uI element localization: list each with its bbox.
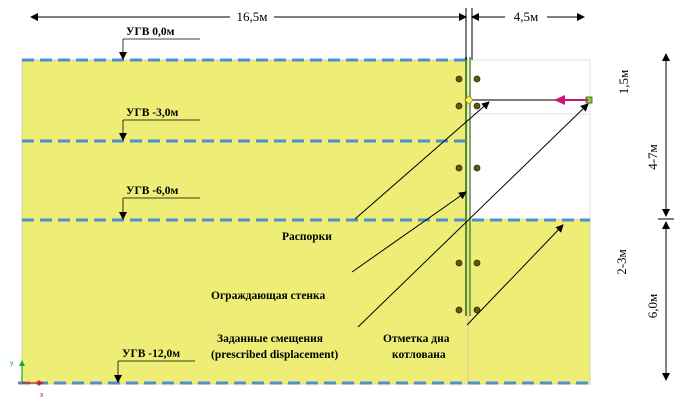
- dim-right-3-label: 2-3м: [614, 249, 629, 275]
- callout-bottom-1: Отметка дна: [383, 333, 450, 345]
- leader-prescribed: [357, 103, 589, 328]
- dim-right-1-label: 1,5м: [616, 70, 631, 94]
- axes-indicator: y x: [10, 360, 44, 399]
- svg-text:УГВ -6,0м: УГВ -6,0м: [126, 185, 179, 197]
- leader-wall: [351, 191, 467, 273]
- callout-bottom-2: котлована: [392, 349, 446, 361]
- callout-wall: Ограждающая стенка: [211, 290, 325, 302]
- svg-text:УГВ -12,0м: УГВ -12,0м: [122, 348, 180, 360]
- svg-text:УГВ -3,0м: УГВ -3,0м: [126, 107, 179, 119]
- excavation-area: [467, 59, 591, 220]
- displacement-arrow-icon: [554, 95, 565, 105]
- callout-struts: Распорки: [282, 231, 332, 243]
- dim-right-4-label: 6,0м: [645, 294, 660, 318]
- water-level-label-0: УГВ 0,0м: [119, 26, 200, 60]
- dim-top-left-label: 16,5м: [237, 9, 268, 24]
- soil-left: [21, 59, 469, 385]
- callout-prescribed-2: (prescribed displacement): [211, 349, 338, 361]
- water-level-label-6: УГВ -6,0м: [119, 185, 200, 220]
- strut-wall-node: [464, 95, 474, 105]
- leader-bottom: [466, 224, 564, 326]
- svg-text:УГВ 0,0м: УГВ 0,0м: [126, 26, 175, 38]
- dim-right-2-label: 4-7м: [645, 144, 660, 170]
- leader-struts: [354, 101, 490, 220]
- water-level-label-3: УГВ -3,0м: [119, 107, 200, 141]
- dim-top-right-label: 4,5м: [514, 9, 538, 24]
- axis-y-label: y: [10, 360, 14, 367]
- callout-prescribed-1: Заданные смещения: [217, 333, 323, 345]
- axis-x-label: x: [40, 392, 44, 399]
- water-level-label-12: УГВ -12,0м: [114, 348, 195, 383]
- soil-right-lower: [467, 218, 591, 385]
- wall-nodes: [455, 75, 481, 314]
